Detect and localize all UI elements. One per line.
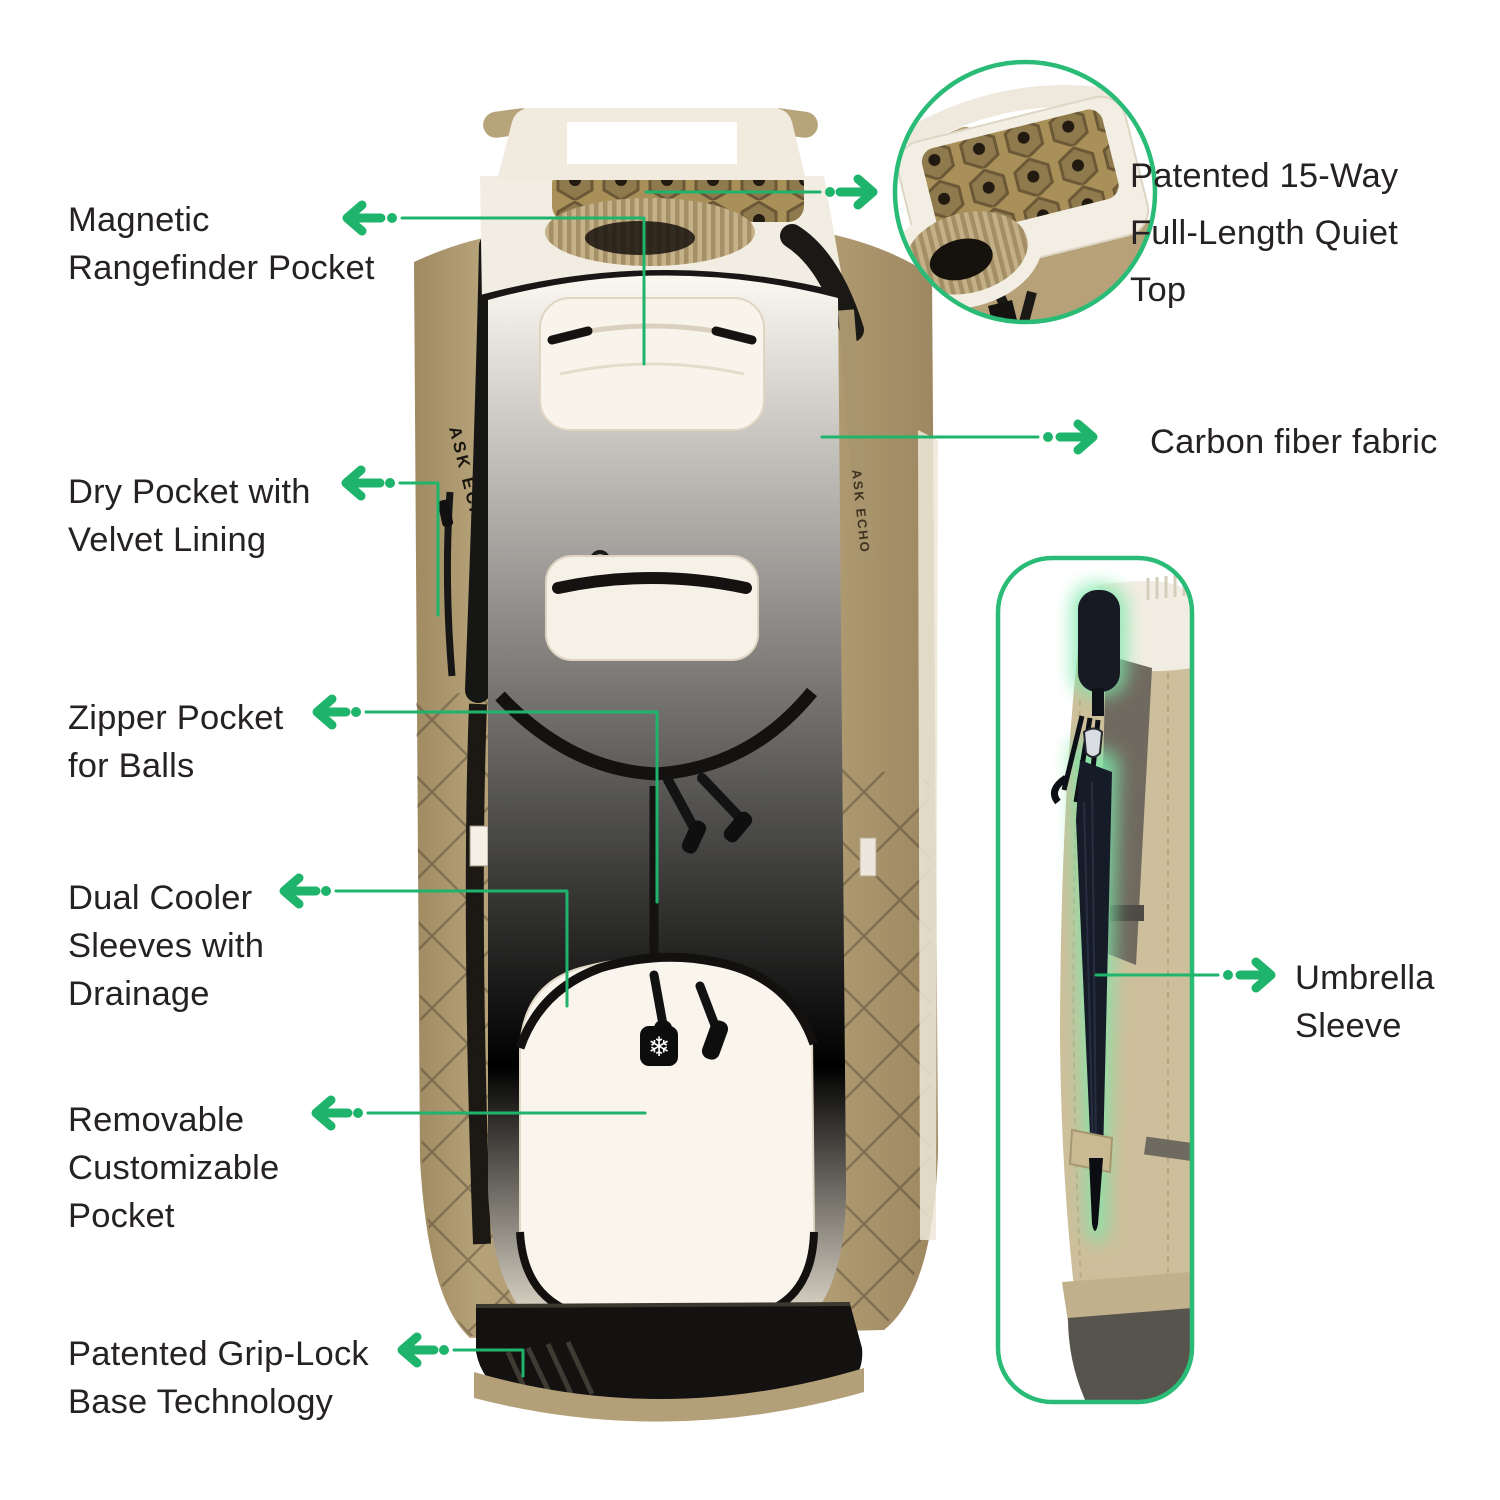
callout-connectors	[279, 174, 1276, 1378]
grip-lock-base	[474, 1302, 864, 1422]
top-view-photo	[895, 62, 1155, 322]
arrow-left-icon	[279, 873, 321, 909]
arrow-right-icon	[835, 174, 878, 210]
arrow-right-icon	[1055, 419, 1098, 455]
removable-pocket: ❄	[515, 952, 819, 1322]
label-umbrella-sleeve: Umbrella Sleeve	[1295, 959, 1435, 1045]
label-quiet-top: Patented 15-Way Full-Length Quiet Top	[1130, 157, 1399, 309]
arrow-left-icon	[311, 1095, 353, 1131]
connector-umbrella-sleeve	[1094, 957, 1276, 993]
golf-bag-photo: ASK ECHO ASK ECHO	[414, 108, 938, 1422]
snowflake-icon: ❄	[648, 1032, 671, 1062]
label-grip-lock-base: Patented Grip-Lock Base Technology	[68, 1335, 369, 1421]
arrow-left-icon	[397, 1332, 439, 1368]
arrow-right-icon	[1235, 957, 1276, 993]
label-dual-cooler: Dual Cooler Sleeves with Drainage	[68, 879, 265, 1013]
connector-carbon-fiber	[820, 419, 1098, 455]
umbrella-photo	[998, 558, 1192, 1402]
connector-zipper-pocket	[312, 694, 659, 904]
connector-quiet-top	[644, 174, 878, 210]
connector-dry-pocket	[341, 465, 440, 617]
connector-magnetic-rangefinder	[342, 200, 646, 366]
collar-piping	[477, 270, 849, 305]
connector-grip-lock	[397, 1332, 525, 1378]
label-removable-pocket: Removable Customizable Pocket	[68, 1101, 280, 1235]
bag-top-collar	[477, 168, 849, 305]
umbrella	[1050, 590, 1120, 1231]
arrow-left-icon	[312, 694, 351, 730]
umbrella-callout-border	[995, 555, 1195, 1405]
label-dry-pocket: Dry Pocket with Velvet Lining	[68, 473, 311, 559]
label-magnetic-rangefinder-pocket: Magnetic Rangefinder Pocket	[68, 201, 375, 287]
bag-top-handle	[483, 108, 818, 180]
top-view-callout	[892, 59, 1158, 325]
rangefinder-pocket	[539, 297, 765, 431]
arrow-left-icon	[342, 200, 386, 236]
top-view-callout-border	[892, 59, 1158, 325]
label-carbon-fiber: Carbon fiber fabric	[1150, 423, 1438, 461]
label-zipper-pocket-balls: Zipper Pocket for Balls	[68, 699, 284, 785]
arrow-left-icon	[341, 465, 385, 501]
velour-pocket	[545, 550, 759, 661]
umbrella-callout	[995, 555, 1195, 1405]
connector-removable-pocket	[311, 1095, 647, 1131]
connector-dual-cooler	[279, 873, 569, 1008]
